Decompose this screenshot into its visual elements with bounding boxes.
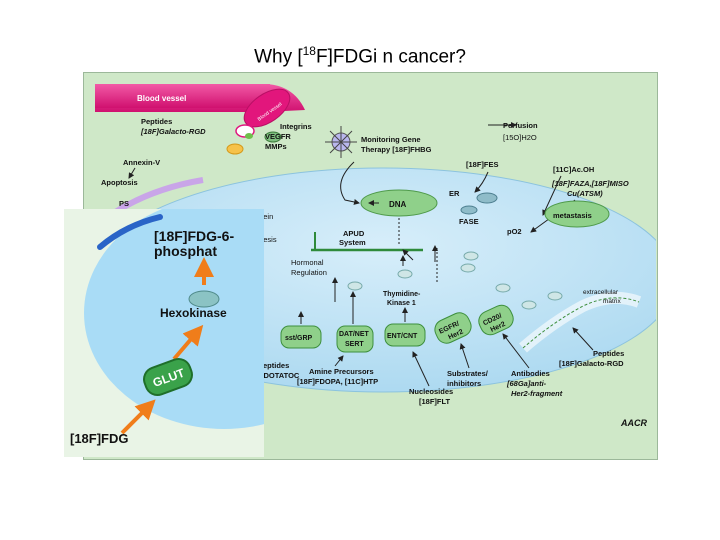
blood-vessel-cap xyxy=(243,88,291,128)
galacto-rgd-label-1: [18F]Galacto-RGD xyxy=(140,127,206,136)
amine-precursors-label: Amine Precursors xyxy=(309,367,374,376)
sert-label: SERT xyxy=(345,341,364,348)
egfr-her2-receptor xyxy=(434,312,472,344)
dotatoc-label: ]DOTATOC xyxy=(261,371,300,380)
faza-miso-label: [18F]FAZA,[18F]MISO xyxy=(551,179,629,188)
granule xyxy=(460,263,476,273)
ga-anti-label: [68Ga]anti- xyxy=(506,379,547,388)
ecm-label: extracellular xyxy=(583,289,619,296)
dat-net-transporter xyxy=(336,325,374,353)
thymidine-kinase-label: Thymidine- xyxy=(383,291,421,298)
her2-fragment-label: Her2-fragment xyxy=(511,389,563,398)
apoptosis-label: Apoptosis xyxy=(101,178,138,187)
hormonal-label: Hormonal xyxy=(291,258,324,267)
dat-net-label: DAT/NET xyxy=(339,331,370,338)
gene-therapy-vector-icon xyxy=(325,126,357,158)
hormonal-regulation-label: Regulation xyxy=(291,268,327,277)
fes-label: [18F]FES xyxy=(466,160,499,169)
integrins-label: Integrins xyxy=(280,122,312,131)
inset-cell xyxy=(84,209,264,429)
monitoring-gene-label: Monitoring Gene xyxy=(361,135,421,144)
inset-membrane xyxy=(97,214,163,250)
sst-grp-label: sst/GRP xyxy=(285,335,313,342)
sst-grp-transporter xyxy=(280,325,322,349)
ecm-matrix-label: matrix xyxy=(603,298,621,305)
fase-label: FASE xyxy=(459,217,479,226)
ps-label: PS xyxy=(119,199,129,208)
dna-label: DNA xyxy=(389,200,407,209)
protein-synthesis-label: thesis xyxy=(257,235,277,244)
cu-atsm-label: Cu(ATSM) xyxy=(567,189,603,198)
fdg-inset: [18F]FDG-6- phosphat Hexokinase GLUT [18… xyxy=(64,209,264,457)
granule xyxy=(347,281,363,291)
galacto-rgd-label-2: [18F]Galacto-RGD xyxy=(559,359,624,368)
metastasis-label: metastasis xyxy=(553,211,592,220)
integrin-receptor xyxy=(264,131,282,143)
hexokinase-label: Hexokinase xyxy=(160,306,227,320)
er-receptor xyxy=(476,192,498,204)
fase-enzyme xyxy=(460,205,478,215)
peptides-label-2: Peptides xyxy=(593,349,624,358)
granule xyxy=(547,291,563,301)
perfusion-label: Perfusion xyxy=(503,121,538,130)
mmps-label: MMPs xyxy=(265,142,287,151)
metastasis-cell xyxy=(544,200,610,228)
inhibitors-label: inhibitors xyxy=(447,379,481,388)
acoh-label: [11C]Ac.OH xyxy=(553,165,594,174)
slide-title: Why [18F]FDGi n cancer? xyxy=(254,44,466,68)
fdg6p-label: [18F]FDG-6- xyxy=(154,228,234,244)
h2o-tracer-label: [15O]H2O xyxy=(503,133,537,142)
cd20-her2-receptor xyxy=(478,304,514,336)
protein-label: otein xyxy=(257,212,273,221)
flt-label: [18F]FLT xyxy=(419,397,451,406)
apud-system-label: System xyxy=(339,238,366,247)
blood-vessel-label: Blood vessel xyxy=(137,94,186,103)
po2-label: pO2 xyxy=(507,227,522,236)
fdg6p-phosphat-label: phosphat xyxy=(154,243,217,259)
thymidine-kinase-1-label: Kinase 1 xyxy=(387,300,416,307)
fdg-label: [18F]FDG xyxy=(70,431,129,446)
ent-cnt-transporter xyxy=(384,323,426,347)
er-label: ER xyxy=(449,189,460,198)
aacr-logo: AACR xyxy=(620,418,647,428)
annexin-label: Annexin-V xyxy=(123,158,160,167)
orange-arrow-lower xyxy=(120,399,156,435)
dna-nucleus xyxy=(360,189,438,217)
amine-tracers-label: [18F]FDOPA, [11C]HTP xyxy=(297,377,378,386)
peptides-label-1: Peptides xyxy=(141,117,172,126)
antibodies-label: Antibodies xyxy=(511,369,550,378)
peptides-label-3: eptides xyxy=(263,361,289,370)
hexokinase-enzyme xyxy=(188,290,220,308)
granule xyxy=(521,300,537,310)
granule xyxy=(495,283,511,293)
monitoring-gene-tracer-label: Therapy [18F]FHBG xyxy=(361,145,432,154)
granule xyxy=(463,251,479,261)
apud-label: APUD xyxy=(343,229,365,238)
blood-cell-yellow xyxy=(226,143,244,155)
orange-arrow-middle xyxy=(172,324,204,361)
granule xyxy=(397,269,413,279)
substrates-label: Substrates/ xyxy=(447,369,489,378)
vegfr-label: VEGFR xyxy=(265,132,291,141)
blood-cell-green xyxy=(245,133,253,139)
nucleosides-label: Nucleosides xyxy=(409,387,453,396)
glut-transporter: GLUT xyxy=(143,358,193,396)
ent-cnt-label: ENT/CNT xyxy=(387,333,418,340)
